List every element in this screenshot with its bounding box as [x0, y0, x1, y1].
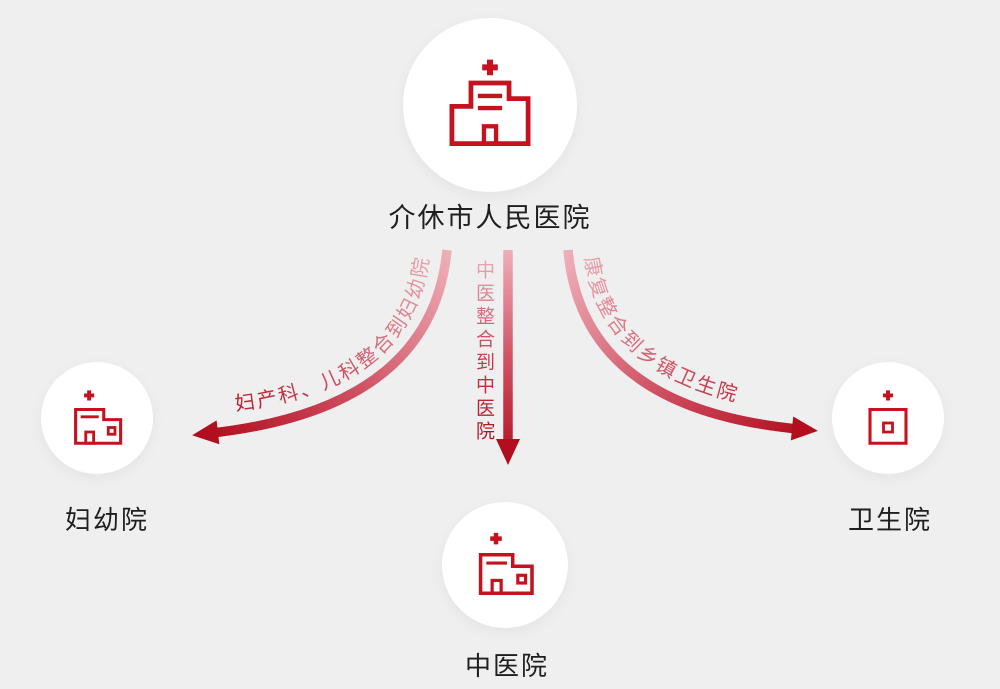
hospital-icon [868, 389, 908, 445]
node-maternal-child-hospital [41, 362, 153, 474]
arrow-to-left [192, 249, 452, 445]
edge-label-to-left: 妇产科、儿科整合到妇幼院 [233, 254, 434, 416]
node-label-tcm-hospital: 中医院 [464, 651, 549, 681]
edge-label-to-right: 康复整合到乡镇卫生院 [579, 255, 741, 407]
edge-label-to-bottom: 中医整合到中医院 [470, 260, 497, 444]
node-label-township-health-center: 卫生院 [847, 505, 932, 535]
hospital-icon [74, 389, 123, 445]
node-people-hospital [403, 18, 577, 192]
node-township-health-center [832, 362, 944, 474]
node-label-people-hospital: 介休市人民医院 [388, 203, 592, 233]
arrow-to-right [563, 249, 818, 441]
hospital-icon [478, 532, 534, 596]
node-label-maternal-child-hospital: 妇幼院 [64, 505, 149, 535]
node-tcm-hospital [442, 502, 568, 628]
hospital-icon [449, 59, 531, 146]
